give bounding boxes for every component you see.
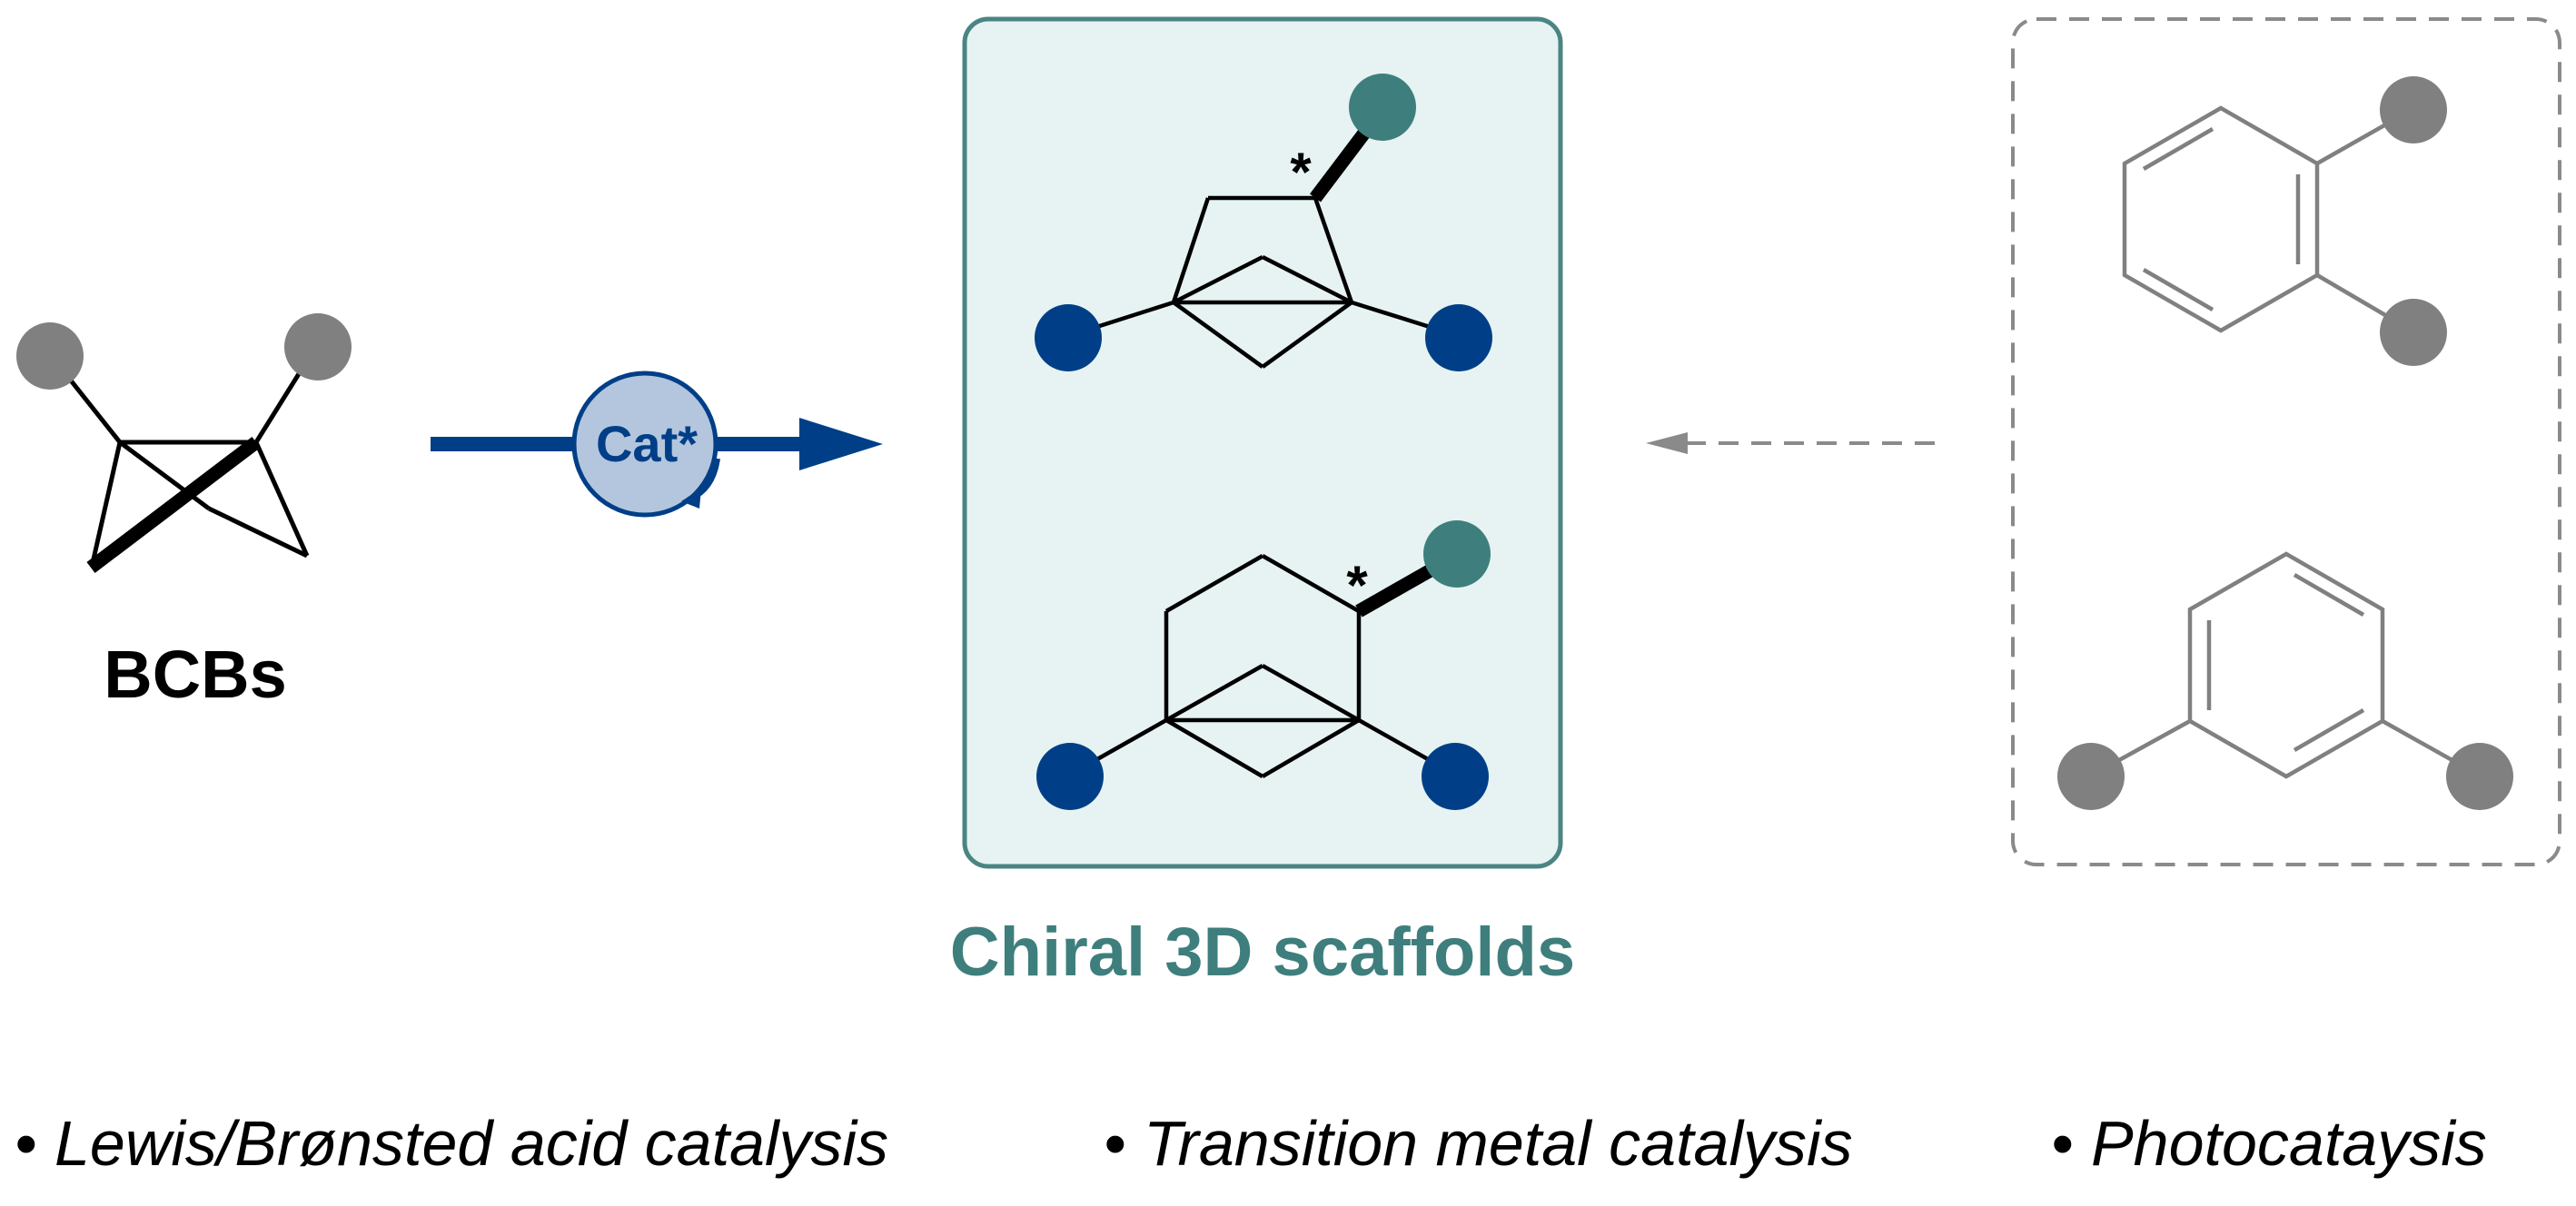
arene-panel xyxy=(2011,17,2561,866)
catalyst-label: Cat* xyxy=(596,415,698,472)
methods-list: • Lewis/Brønsted acid catalysis • Transi… xyxy=(15,1108,2487,1179)
substituent-blue-left-top xyxy=(1035,304,1102,371)
substituent-teal-top xyxy=(1349,74,1416,141)
bcb-structure xyxy=(16,313,352,573)
product-panel xyxy=(962,16,1563,869)
dashed-left-arrow-icon xyxy=(1646,432,1935,454)
bcbs-label: BCBs xyxy=(104,637,286,712)
catalyst-badge: Cat* xyxy=(571,371,720,518)
substituent-ortho-2 xyxy=(2380,299,2447,366)
product-label: Chiral 3D scaffolds xyxy=(950,914,1575,991)
meta-benzene xyxy=(2057,551,2513,810)
substituent-blue-right-bottom xyxy=(1422,743,1489,810)
method-item: • Transition metal catalysis xyxy=(1104,1108,1853,1179)
stereocenter-mark-top: * xyxy=(1290,142,1312,203)
substituent-blue-left-bottom xyxy=(1036,743,1104,810)
substituent-blue-right-top xyxy=(1425,304,1492,371)
substituent-right xyxy=(284,313,352,381)
method-item: • Photocataysis xyxy=(2051,1108,2487,1179)
right-arrow-icon xyxy=(799,418,883,470)
substituent-ortho-1 xyxy=(2380,76,2447,143)
substituent-left xyxy=(16,322,84,390)
stereocenter-mark-bottom: * xyxy=(1346,555,1368,616)
method-item: • Lewis/Brønsted acid catalysis xyxy=(15,1108,888,1179)
substituent-meta-2 xyxy=(2446,743,2513,810)
substituent-teal-bottom xyxy=(1423,520,1491,588)
bicyclo-211-scaffold: * xyxy=(1035,74,1492,371)
substituent-meta-1 xyxy=(2057,743,2125,810)
ortho-benzene xyxy=(2122,76,2447,366)
bicyclo-311-scaffold: * xyxy=(1036,520,1491,810)
